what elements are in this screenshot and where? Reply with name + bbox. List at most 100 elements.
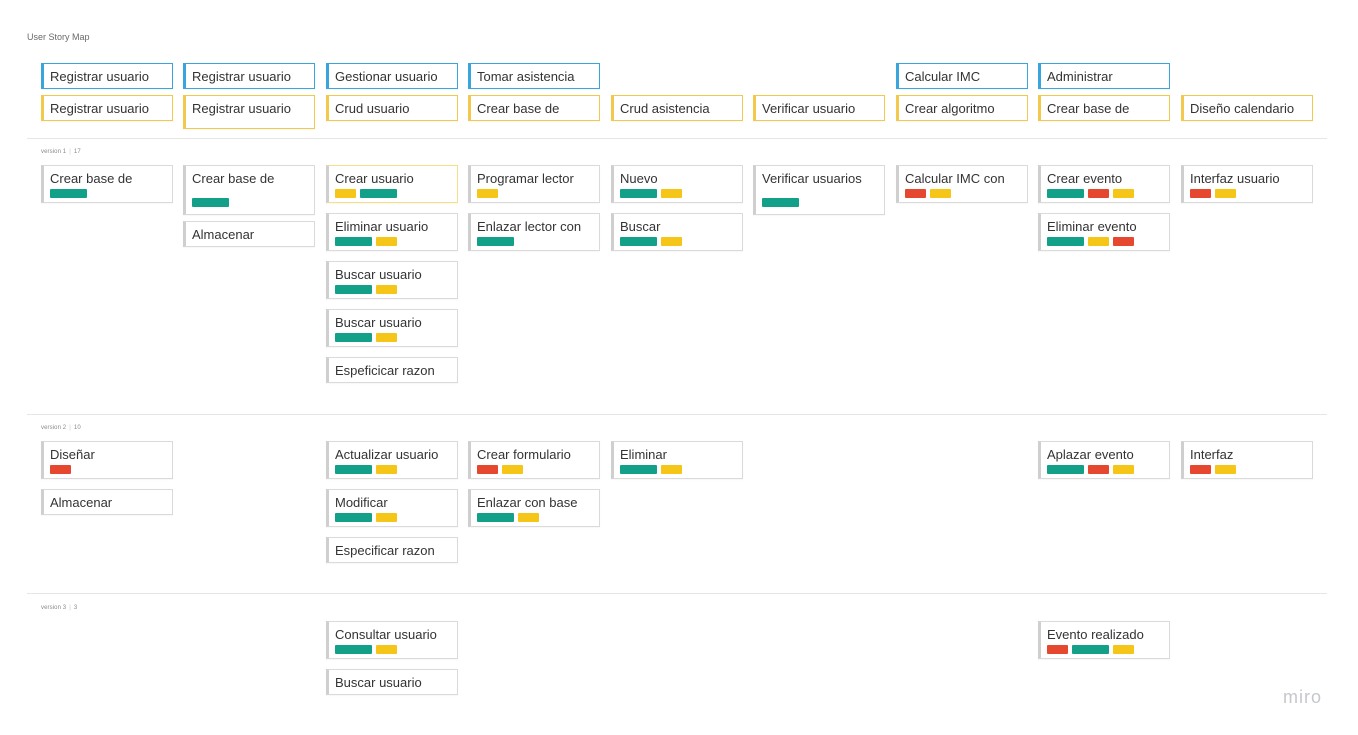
story-card[interactable]: Espeficicar razon	[326, 357, 458, 383]
card-text: Crear algoritmo	[905, 101, 995, 116]
card-tags	[477, 189, 593, 198]
activity-card[interactable]: Administrar	[1038, 63, 1170, 89]
story-card[interactable]: Interfaz	[1181, 441, 1313, 479]
tag-green	[335, 285, 372, 294]
story-card[interactable]: Nuevo	[611, 165, 743, 203]
card-text: Interfaz usuario	[1190, 171, 1280, 186]
tag-yellow	[1215, 189, 1236, 198]
tag-green	[1072, 645, 1109, 654]
tag-yellow	[376, 333, 397, 342]
story-card[interactable]: Buscar usuario	[326, 309, 458, 347]
tag-red	[477, 465, 498, 474]
release-name: version 2	[41, 425, 67, 431]
tag-green	[1047, 465, 1084, 474]
tag-green	[192, 198, 229, 207]
story-card[interactable]: Modificar	[326, 489, 458, 527]
release-divider	[27, 593, 1327, 594]
task-card[interactable]: Crear base de	[1038, 95, 1170, 121]
story-card[interactable]: Crear evento	[1038, 165, 1170, 203]
tag-yellow	[335, 189, 356, 198]
release-label-v1[interactable]: version 1|17	[41, 149, 81, 155]
story-card[interactable]: Crear usuario	[326, 165, 458, 203]
card-text: Crud usuario	[335, 101, 410, 116]
card-tags	[1190, 465, 1306, 474]
activity-card[interactable]: Gestionar usuario	[326, 63, 458, 89]
story-card[interactable]: Diseñar	[41, 441, 173, 479]
card-text: Evento realizado	[1047, 627, 1144, 642]
tag-yellow	[1215, 465, 1236, 474]
story-card[interactable]: Calcular IMC con	[896, 165, 1028, 203]
card-tags	[762, 198, 878, 207]
card-text: Diseño calendario	[1190, 101, 1295, 116]
story-card[interactable]: Eliminar	[611, 441, 743, 479]
story-card[interactable]: Almacenar	[183, 221, 315, 247]
tag-green	[620, 237, 657, 246]
card-text: Eliminar usuario	[335, 219, 429, 234]
story-card[interactable]: Eliminar usuario	[326, 213, 458, 251]
card-tags	[335, 285, 451, 294]
activity-card[interactable]: Tomar asistencia	[468, 63, 600, 89]
tag-yellow	[661, 237, 682, 246]
card-text: Calcular IMC	[905, 69, 981, 84]
tag-green	[477, 237, 514, 246]
task-card[interactable]: Crud asistencia	[611, 95, 743, 121]
card-text: Modificar	[335, 495, 388, 510]
story-card[interactable]: Eliminar evento	[1038, 213, 1170, 251]
story-card[interactable]: Consultar usuario	[326, 621, 458, 659]
story-card[interactable]: Buscar usuario	[326, 261, 458, 299]
task-card[interactable]: Diseño calendario	[1181, 95, 1313, 121]
release-label-v2[interactable]: version 2|10	[41, 425, 81, 431]
card-text: Buscar	[620, 219, 661, 234]
story-card[interactable]: Buscar usuario	[326, 669, 458, 695]
story-card[interactable]: Crear formulario	[468, 441, 600, 479]
activity-card[interactable]: Registrar usuario	[41, 63, 173, 89]
tag-green	[50, 189, 87, 198]
task-card[interactable]: Verificar usuario	[753, 95, 885, 121]
card-tags	[1047, 465, 1163, 474]
task-card[interactable]: Registrar usuario	[41, 95, 173, 121]
card-tags	[1047, 189, 1163, 198]
task-card[interactable]: Registrar usuario	[183, 95, 315, 129]
story-card[interactable]: Enlazar lector con	[468, 213, 600, 251]
story-card[interactable]: Programar lector	[468, 165, 600, 203]
release-divider	[27, 414, 1327, 415]
story-card[interactable]: Crear base de	[183, 165, 315, 215]
release-label-v3[interactable]: version 3|3	[41, 605, 78, 611]
card-text: Aplazar evento	[1047, 447, 1134, 462]
story-card[interactable]: Enlazar con base	[468, 489, 600, 527]
story-card[interactable]: Buscar	[611, 213, 743, 251]
story-card[interactable]: Interfaz usuario	[1181, 165, 1313, 203]
card-text: Calcular IMC con	[905, 171, 1005, 186]
card-tags	[620, 189, 736, 198]
card-text: Programar lector	[477, 171, 574, 186]
tag-red	[905, 189, 926, 198]
card-text: Consultar usuario	[335, 627, 437, 642]
story-card[interactable]: Especificar razon	[326, 537, 458, 563]
card-text: Verificar usuario	[762, 101, 856, 116]
story-card[interactable]: Aplazar evento	[1038, 441, 1170, 479]
story-card[interactable]: Verificar usuarios	[753, 165, 885, 215]
task-card[interactable]: Crud usuario	[326, 95, 458, 121]
story-card[interactable]: Almacenar	[41, 489, 173, 515]
story-card[interactable]: Evento realizado	[1038, 621, 1170, 659]
tag-green	[1047, 189, 1084, 198]
card-tags	[50, 465, 166, 474]
activity-card[interactable]: Registrar usuario	[183, 63, 315, 89]
card-text: Crear evento	[1047, 171, 1123, 186]
tag-yellow	[661, 465, 682, 474]
card-tags	[192, 198, 308, 207]
tag-red	[1190, 189, 1211, 198]
card-text: Tomar asistencia	[477, 69, 575, 84]
task-card[interactable]: Crear algoritmo	[896, 95, 1028, 121]
card-text: Almacenar	[50, 495, 113, 510]
story-card[interactable]: Crear base de	[41, 165, 173, 203]
card-text: Crear usuario	[335, 171, 414, 186]
tag-yellow	[376, 645, 397, 654]
tag-yellow	[518, 513, 539, 522]
tag-green	[762, 198, 799, 207]
tag-green	[335, 333, 372, 342]
story-card[interactable]: Actualizar usuario	[326, 441, 458, 479]
activity-card[interactable]: Calcular IMC	[896, 63, 1028, 89]
task-card[interactable]: Crear base de	[468, 95, 600, 121]
